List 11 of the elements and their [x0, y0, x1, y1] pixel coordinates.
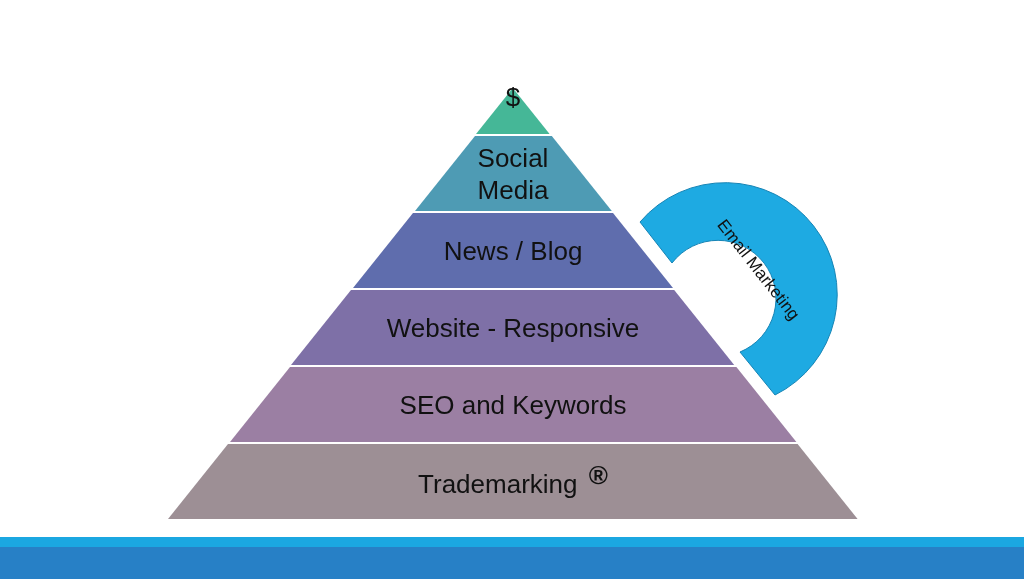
tier-label: SEO and Keywords: [399, 388, 627, 421]
pyramid-tier: [291, 290, 735, 365]
pyramid-tier: [229, 367, 797, 442]
pyramid-tier: [414, 136, 612, 211]
tier-label: Website - Responsive: [386, 311, 640, 344]
pyramid-tier: [353, 213, 673, 288]
tier-label: Social Media: [476, 141, 550, 206]
tier-label: $: [505, 81, 521, 113]
pyramid-tier: [168, 444, 858, 519]
pyramid-apex: [476, 88, 550, 134]
tier-label: News / Blog: [443, 234, 583, 267]
